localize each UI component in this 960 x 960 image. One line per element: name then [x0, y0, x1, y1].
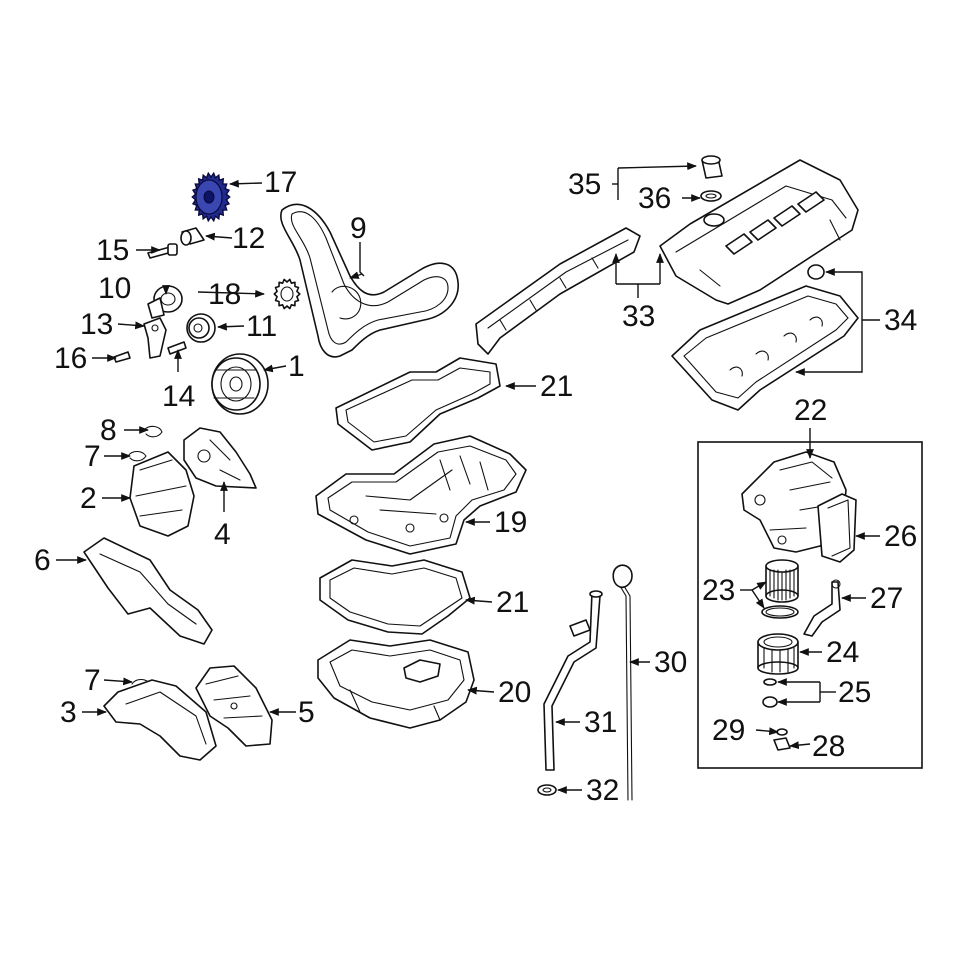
part-27-pipe[interactable]: [803, 579, 841, 637]
callout-26: 26: [884, 520, 917, 553]
part-36-seal[interactable]: [700, 190, 722, 202]
callout-20: 20: [498, 676, 531, 709]
part-23-filter-element[interactable]: [765, 559, 799, 603]
part-31-dipstick-tube[interactable]: [543, 590, 603, 771]
part-29-ring[interactable]: [776, 728, 788, 736]
callout-17: 17: [264, 166, 297, 199]
sprocket-highlight: [191, 171, 231, 223]
part-20-oil-pan[interactable]: [317, 639, 475, 729]
part-21-lower-gasket[interactable]: [319, 559, 471, 635]
callout-6: 6: [34, 544, 51, 577]
part-26-oil-cooler[interactable]: [817, 493, 857, 563]
callout-labels: 17 12 15 9 10 18 13 11 16 1 14 8 7 2 4 6…: [34, 166, 917, 807]
part-18-crank-gear[interactable]: [273, 278, 301, 310]
part-19-oil-pan-upper[interactable]: [315, 435, 527, 555]
part-12-sleeve[interactable]: [180, 227, 205, 246]
part-9-timing-belt[interactable]: [280, 203, 459, 358]
part-33-rail[interactable]: [475, 227, 641, 355]
callout-27: 27: [870, 582, 903, 615]
callout-3: 3: [60, 696, 77, 729]
part-34-valve-cover-gasket[interactable]: [671, 285, 859, 411]
part-11-idler-pulley[interactable]: [186, 313, 216, 343]
callout-19: 19: [494, 506, 527, 539]
part-30-dipstick[interactable]: [612, 564, 633, 801]
callout-7-lower: 7: [84, 664, 101, 697]
callout-34: 34: [884, 304, 917, 337]
part-3-lower-cover[interactable]: [103, 679, 217, 761]
callout-7-upper: 7: [84, 440, 101, 473]
part-17-camshaft-sprocket[interactable]: [191, 171, 231, 223]
callout-18: 18: [208, 278, 241, 311]
callout-1: 1: [288, 350, 305, 383]
part-34-grommet[interactable]: [807, 264, 825, 280]
part-14-stud[interactable]: [167, 341, 187, 355]
part-21-upper-gasket[interactable]: [335, 357, 501, 451]
part-4-rear-cover[interactable]: [183, 427, 257, 489]
part-28-drain-plug[interactable]: [773, 737, 791, 751]
callout-33: 33: [622, 300, 655, 333]
callout-10: 10: [98, 272, 131, 305]
callout-35: 35: [568, 168, 601, 201]
part-2-upper-cover[interactable]: [129, 451, 195, 537]
part-24-filter-cap[interactable]: [757, 633, 799, 675]
callout-2: 2: [80, 482, 97, 515]
part-6-back-plate[interactable]: [83, 537, 213, 645]
part-25-seal-ring[interactable]: [763, 678, 777, 686]
callout-23: 23: [702, 574, 735, 607]
callout-32: 32: [586, 774, 619, 807]
callout-8: 8: [100, 414, 117, 447]
leader-lines: [56, 162, 880, 794]
part-10-tensioner[interactable]: [147, 285, 183, 319]
callout-36: 36: [638, 182, 671, 215]
callout-15: 15: [96, 234, 129, 267]
callout-5: 5: [298, 696, 315, 729]
part-16-bolt[interactable]: [113, 351, 131, 363]
callout-13: 13: [80, 308, 113, 341]
callout-21-upper: 21: [540, 370, 573, 403]
callout-22: 22: [794, 394, 827, 427]
callout-28: 28: [812, 730, 845, 763]
callout-30: 30: [654, 646, 687, 679]
callout-29: 29: [712, 714, 745, 747]
part-1-crank-pulley[interactable]: [211, 353, 269, 415]
callout-12: 12: [232, 222, 265, 255]
callout-16: 16: [54, 342, 87, 375]
part-33-valve-cover[interactable]: [659, 159, 859, 305]
part-8-clip[interactable]: [143, 425, 163, 438]
part-13-bracket[interactable]: [143, 317, 167, 359]
part-35-cap[interactable]: [701, 155, 723, 179]
callout-25: 25: [838, 676, 871, 709]
part-5-lower-cover[interactable]: [195, 665, 273, 747]
callout-21-lower: 21: [496, 586, 529, 619]
part-23-o-ring[interactable]: [761, 605, 799, 619]
callout-4: 4: [214, 518, 231, 551]
part-25-plug[interactable]: [762, 696, 778, 708]
callout-14: 14: [162, 380, 195, 413]
callout-11: 11: [246, 310, 277, 343]
callout-24: 24: [826, 636, 859, 669]
callout-31: 31: [584, 706, 617, 739]
part-32-seal[interactable]: [537, 784, 557, 796]
callout-9: 9: [350, 212, 367, 245]
part-7-clip-upper[interactable]: [127, 450, 147, 462]
part-15-bolt[interactable]: [147, 243, 178, 259]
